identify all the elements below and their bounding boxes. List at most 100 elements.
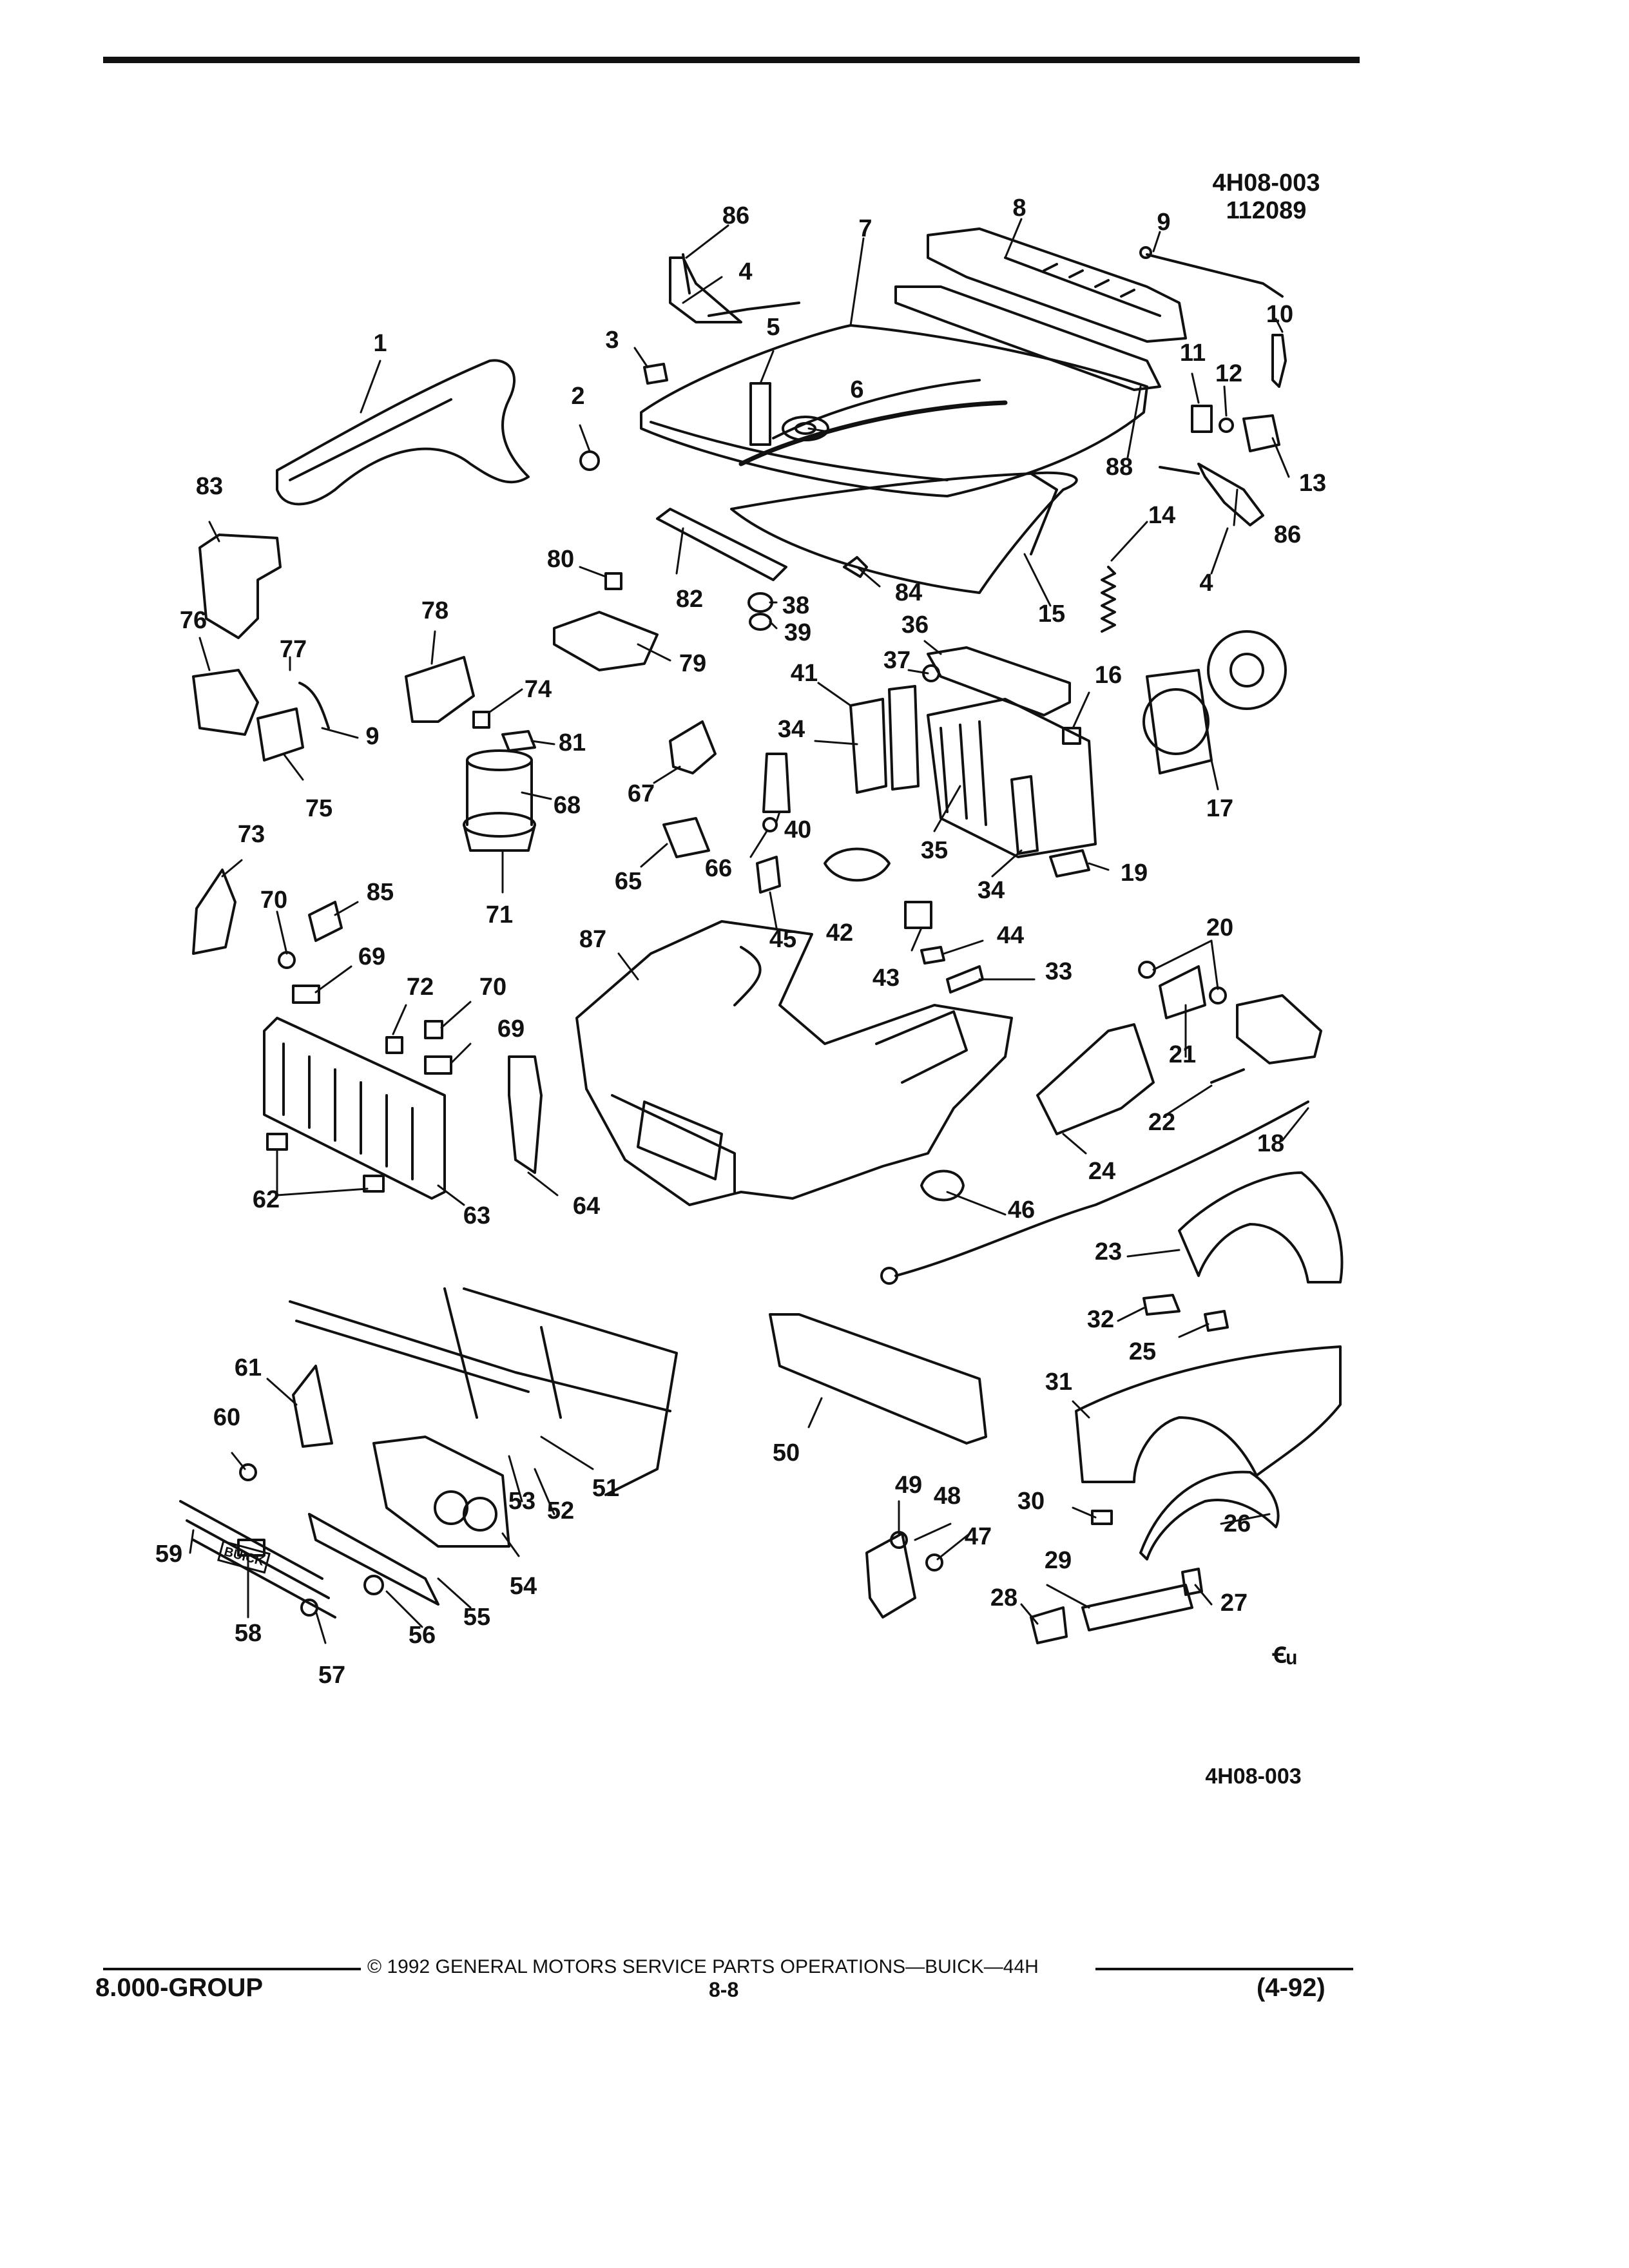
splash-shield — [198, 533, 282, 639]
cooling-fan — [1142, 630, 1287, 774]
seal-34a — [888, 685, 920, 791]
callout-39: 39 — [784, 619, 812, 646]
fastener-39 — [749, 613, 772, 631]
relay-assembly — [192, 669, 330, 762]
callout-49: 49 — [894, 1472, 923, 1499]
release-cable — [894, 1100, 1309, 1277]
callout-9: 9 — [1157, 209, 1171, 236]
callout-67: 67 — [627, 780, 655, 807]
callout-8: 8 — [1012, 195, 1027, 222]
callout-19: 19 — [1120, 860, 1148, 887]
callout-17: 17 — [1206, 795, 1234, 822]
footer-page: 8-8 — [709, 1978, 739, 2001]
callout-38: 38 — [782, 592, 810, 619]
callout-86b: 86 — [1273, 521, 1302, 548]
front-fender-right — [1075, 1345, 1342, 1483]
fastener-74 — [472, 711, 490, 729]
grommet-42 — [824, 847, 891, 882]
hood-spring — [1101, 566, 1116, 633]
callout-77: 77 — [279, 636, 307, 663]
baffle-64 — [508, 1055, 543, 1174]
clip-19 — [1049, 849, 1090, 878]
callout-52: 52 — [546, 1497, 575, 1524]
callout-86: 86 — [722, 202, 750, 229]
callout-41: 41 — [790, 660, 818, 687]
seal-41 — [849, 698, 887, 794]
callout-21: 21 — [1168, 1041, 1197, 1068]
clip-85 — [308, 901, 343, 942]
clip-25 — [1204, 1310, 1229, 1332]
cowl-vent-panel — [894, 227, 1187, 391]
footer-revision: (4-92) — [1257, 1974, 1325, 2002]
callout-87: 87 — [579, 926, 607, 953]
callout-85: 85 — [366, 879, 394, 906]
bracket-73 — [192, 869, 236, 955]
callout-63: 63 — [463, 1202, 491, 1229]
callout-25: 25 — [1128, 1338, 1157, 1365]
figure-code-bottom: 4H08-003 — [1205, 1764, 1302, 1789]
callout-4: 4 — [738, 258, 753, 285]
callout-81: 81 — [558, 729, 586, 756]
hood-panel — [640, 324, 1148, 497]
callout-14: 14 — [1148, 502, 1176, 529]
callout-10: 10 — [1266, 301, 1294, 328]
hood-latch-parts — [749, 382, 829, 446]
callout-48: 48 — [933, 1483, 961, 1510]
top-rule — [103, 57, 1360, 63]
callout-33: 33 — [1045, 958, 1073, 985]
front-fender-left — [276, 359, 530, 506]
callout-18: 18 — [1257, 1130, 1285, 1157]
callout-2: 2 — [571, 383, 585, 410]
footer-rule-left — [103, 1968, 361, 1970]
callout-66: 66 — [704, 855, 733, 882]
callout-61: 61 — [234, 1354, 262, 1381]
callout-29: 29 — [1044, 1547, 1072, 1574]
insulator-62a — [266, 1133, 288, 1151]
callout-46: 46 — [1007, 1196, 1036, 1224]
relay-bracket — [405, 656, 475, 723]
fastener-3 — [643, 363, 668, 385]
callout-12: 12 — [1215, 360, 1243, 387]
seal-34b — [1010, 775, 1039, 855]
callout-64: 64 — [572, 1193, 601, 1220]
callout-60: 60 — [213, 1404, 241, 1431]
cu-logo: ꞓᵤ — [1272, 1637, 1296, 1669]
figure-code: 4H08-003 — [1212, 169, 1320, 197]
baffle-36 — [927, 646, 1071, 716]
callout-5: 5 — [766, 314, 780, 341]
callout-7: 7 — [858, 215, 872, 242]
condenser — [927, 698, 1097, 858]
fastener-47 — [925, 1553, 943, 1571]
bracket-24 — [1036, 1023, 1155, 1135]
fastener-80 — [604, 572, 622, 590]
callout-42: 42 — [825, 919, 854, 947]
fastener-66 — [762, 817, 778, 832]
block-43 — [904, 901, 932, 929]
callout-65: 65 — [614, 868, 642, 895]
callout-83: 83 — [195, 473, 224, 500]
insulator-69b — [424, 1055, 452, 1075]
bracket-33 — [946, 965, 984, 994]
leader-lines — [189, 218, 1309, 1644]
callout-16: 16 — [1094, 662, 1123, 689]
callout-82: 82 — [675, 586, 704, 613]
callout-3: 3 — [605, 327, 619, 354]
hood-hinge-left — [669, 253, 800, 323]
callout-59: 59 — [155, 1541, 183, 1568]
callout-45: 45 — [769, 926, 797, 953]
boot-40 — [762, 753, 791, 813]
clip-44 — [920, 946, 945, 965]
clip-70a — [278, 951, 296, 969]
date-code: 112089 — [1226, 197, 1307, 224]
footer-group: 8.000-GROUP — [95, 1974, 264, 2002]
bracket-65 — [662, 817, 710, 858]
insulator-69a — [292, 985, 320, 1004]
callout-32: 32 — [1086, 1306, 1115, 1333]
callout-70: 70 — [260, 887, 288, 914]
insulator-32 — [1142, 1294, 1181, 1316]
callout-35: 35 — [920, 837, 949, 864]
callout-53: 53 — [508, 1488, 536, 1515]
bracket-48 — [865, 1532, 916, 1619]
callout-40: 40 — [784, 816, 812, 843]
callout-28: 28 — [990, 1584, 1018, 1611]
